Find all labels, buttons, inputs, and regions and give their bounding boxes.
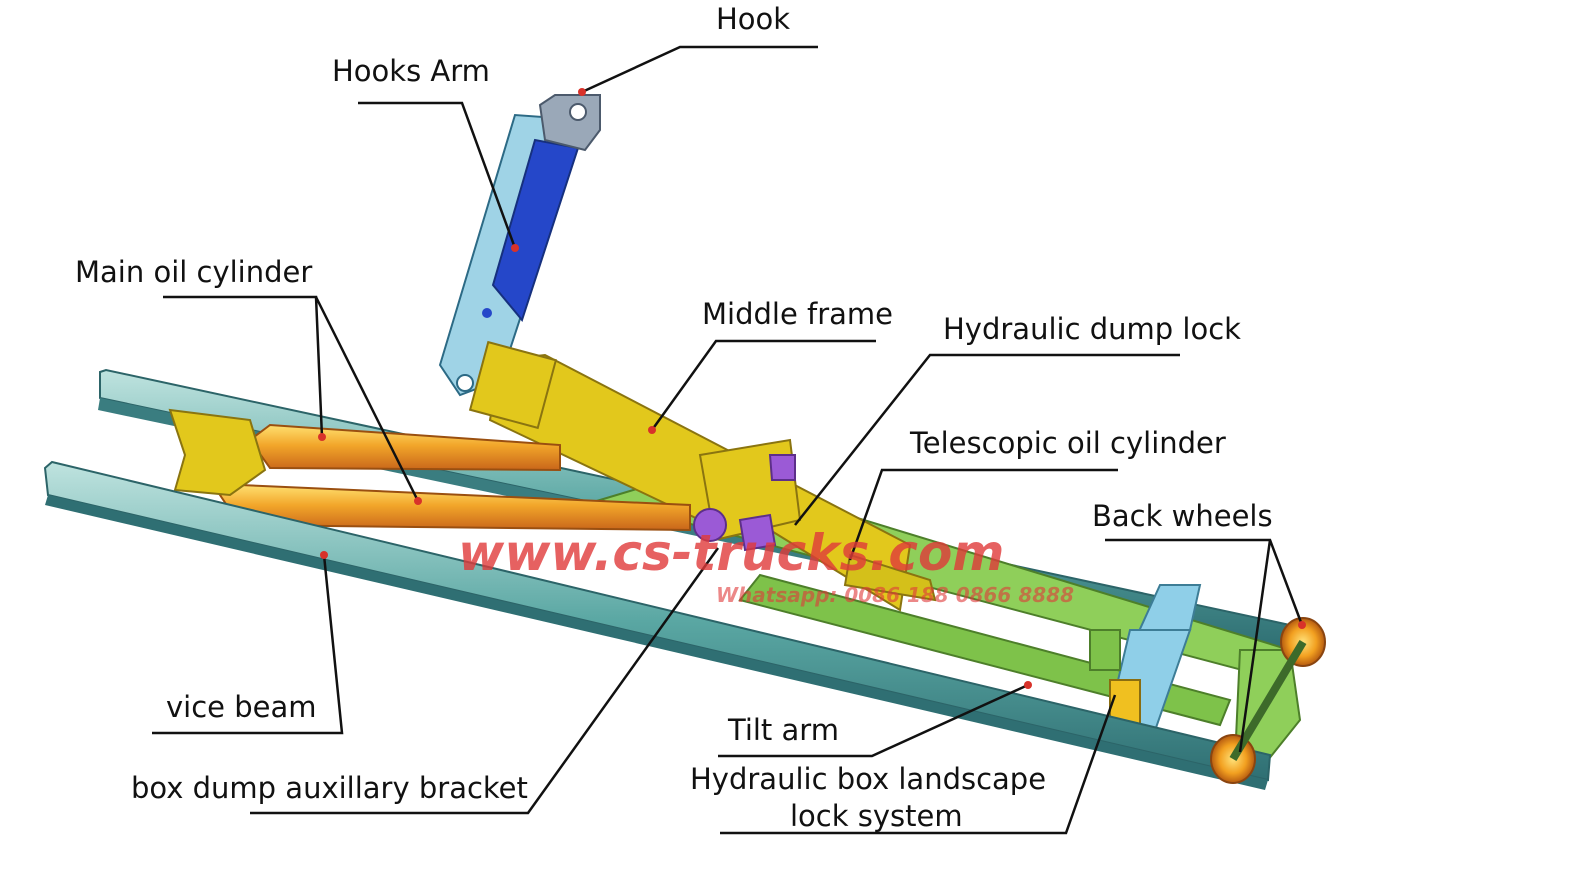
hook-leader bbox=[581, 45, 818, 94]
hydraulic-box-lock-leader bbox=[720, 694, 1117, 835]
hooks-arm-leader bbox=[358, 101, 517, 249]
label-hydraulic-box-lock-line2: lock system bbox=[790, 799, 963, 833]
leader-lines bbox=[152, 45, 1304, 835]
label-vice-beam: vice beam bbox=[166, 690, 317, 724]
label-telescopic-oil-cylinder: Telescopic oil cylinder bbox=[910, 426, 1226, 460]
middle-frame bbox=[488, 353, 937, 612]
hooks-arm bbox=[438, 94, 601, 430]
vice-beam-leader bbox=[152, 554, 344, 735]
main-oil-cylinders bbox=[168, 408, 727, 542]
watermark-site: www.cs-trucks.com bbox=[458, 524, 1005, 582]
hydraulic-dump-lock-leader bbox=[794, 353, 1180, 526]
label-box-dump-auxiliary-bracket: box dump auxillary bracket bbox=[131, 771, 528, 805]
tilt-arm-leader bbox=[718, 683, 1029, 758]
watermark-contact: Whatsapp: 0086 188 0866 8888 bbox=[716, 583, 1074, 607]
label-hydraulic-dump-lock: Hydraulic dump lock bbox=[943, 312, 1241, 346]
label-hooks-arm: Hooks Arm bbox=[332, 54, 490, 88]
label-middle-frame: Middle frame bbox=[702, 297, 894, 331]
box-dump-bracket-leader bbox=[250, 547, 720, 815]
label-main-oil-cylinder: Main oil cylinder bbox=[75, 255, 313, 289]
back-wheels bbox=[1210, 617, 1326, 784]
label-back-wheels: Back wheels bbox=[1092, 499, 1273, 533]
label-tilt-arm: Tilt arm bbox=[728, 713, 839, 747]
label-hydraulic-box-lock-line1: Hydraulic box landscape bbox=[690, 762, 1047, 796]
main-oil-cylinder-leader-2 bbox=[314, 296, 420, 502]
back-wheels-leader-2 bbox=[1238, 539, 1272, 753]
telescopic-oil-cylinder-leader bbox=[848, 468, 1118, 561]
middle-frame-leader bbox=[650, 339, 876, 431]
label-hook: Hook bbox=[716, 2, 791, 36]
part-markers bbox=[318, 88, 1306, 689]
